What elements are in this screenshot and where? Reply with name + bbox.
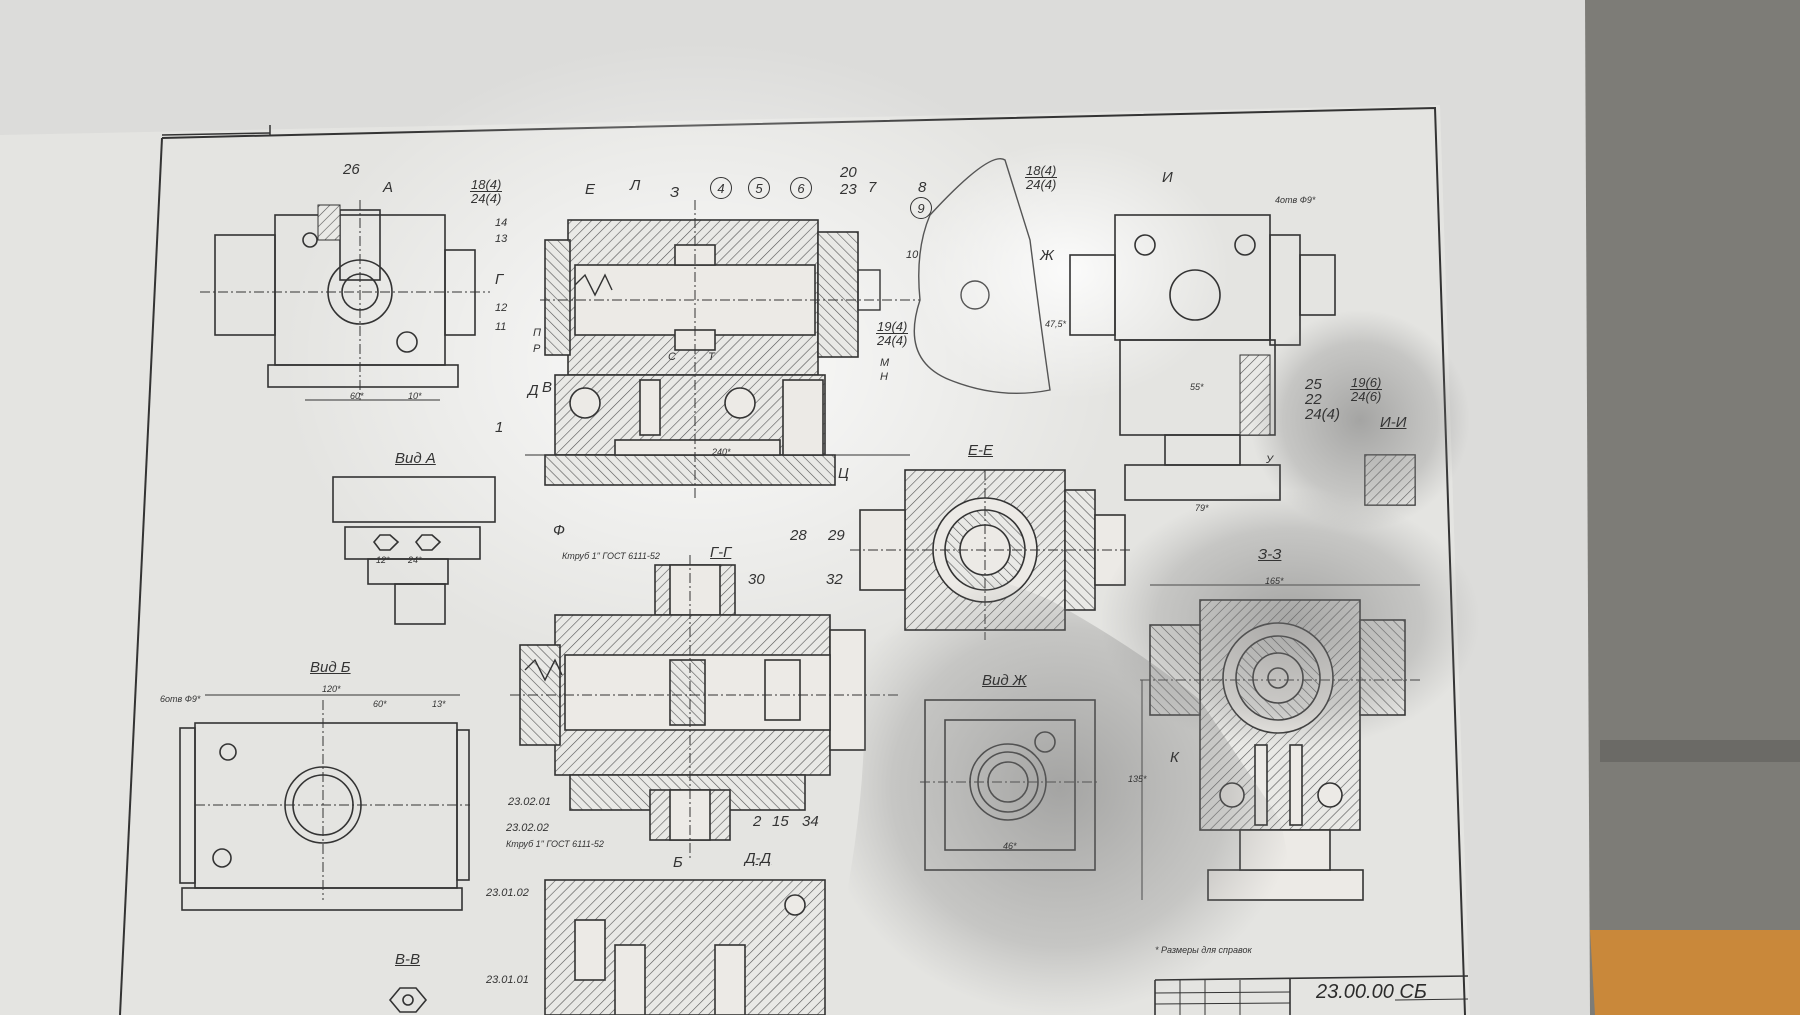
letter-R: Р	[533, 343, 541, 355]
letter-I: И	[1162, 169, 1173, 186]
letter-Zh: Ж	[1040, 247, 1054, 264]
letter-D: Д	[528, 382, 539, 399]
thread-callout-bottom: Ктруб 1" ГОСТ 6111-52	[506, 839, 604, 849]
letter-B: Б	[673, 854, 683, 871]
part-ref: 2	[753, 813, 762, 830]
callout-10: 10	[906, 249, 919, 261]
callout-19-4: 19(4)	[876, 319, 909, 334]
letter-V: В	[542, 379, 553, 396]
thread-callout-top: Ктруб 1" ГОСТ 6111-52	[562, 551, 660, 561]
dim-24: 24*	[408, 555, 422, 565]
dim-60: 60*	[350, 391, 364, 401]
dim-240: 240*	[712, 447, 731, 457]
part-ref: 23.01.02	[486, 887, 529, 899]
callout-23: 23	[840, 181, 857, 198]
callout-11: 11	[495, 321, 507, 333]
letter-F: Ф	[553, 522, 565, 539]
callout-24-6: 24(6)	[1351, 389, 1382, 404]
callout-24-4b: 24(4)	[877, 333, 908, 348]
title-view-b: Вид Б	[310, 659, 351, 676]
letter-T: Т	[708, 351, 715, 363]
dim-60b: 60*	[373, 699, 387, 709]
callout-13: 13	[495, 233, 508, 245]
doc-code: 23.00.00 СБ	[1316, 981, 1427, 1003]
callout-26: 26	[343, 161, 360, 178]
dim-4otv: 4отв Ф9*	[1275, 195, 1316, 205]
callout-14: 14	[495, 217, 508, 229]
part-ref: 30	[748, 571, 765, 588]
letter-L: Л	[630, 177, 641, 194]
title-e-e: Е-Е	[968, 442, 994, 459]
letter-S: С	[668, 351, 676, 363]
dim-13: 13*	[432, 699, 446, 709]
letter-K: К	[1170, 749, 1179, 766]
dim-10: 10*	[408, 391, 422, 401]
callout-12: 12	[495, 302, 508, 314]
dim-12: 12*	[376, 555, 390, 565]
dim-6otv: 6отв Ф9*	[160, 694, 201, 704]
callout-24-4c: 24(4)	[1026, 177, 1057, 192]
title-z-z: З-З	[1258, 546, 1282, 563]
title-view-a: Вид А	[395, 450, 436, 467]
callout-24-4: 24(4)	[471, 191, 502, 206]
letter-U: У	[1266, 454, 1274, 466]
title-v-v: В-В	[395, 951, 421, 968]
callout-6: 6	[790, 177, 812, 199]
letter-A: А	[383, 179, 394, 196]
letter-M: М	[880, 357, 890, 369]
letter-Ts: Ц	[838, 465, 849, 482]
letter-Z: З	[670, 184, 680, 201]
part-ref: 23.02.01	[508, 796, 551, 808]
callout-9: 9	[910, 197, 932, 219]
callout-4: 4	[710, 177, 732, 199]
callout-7: 7	[868, 179, 877, 196]
callout-19-6-24-6: 19(6) 24(6)	[1350, 375, 1383, 404]
callout-22: 22	[1305, 391, 1322, 408]
callout-19-24: 19(4) 24(4)	[876, 319, 909, 348]
dim-46: 46*	[1003, 841, 1017, 851]
dim-79: 79*	[1195, 503, 1209, 513]
title-i-i: И-И	[1380, 414, 1407, 431]
title-g-g: Г-Г	[710, 544, 732, 561]
dim-47-5: 47,5*	[1045, 319, 1067, 329]
callout-19-6: 19(6)	[1350, 375, 1383, 390]
title-view-zh: Вид Ж	[982, 672, 1027, 689]
letter-N: Н	[880, 371, 888, 383]
title-d-d: Д-Д	[745, 850, 772, 867]
letter-E: Е	[585, 181, 596, 198]
callout-18-4: 18(4)	[470, 177, 503, 192]
dim-135: 135*	[1128, 774, 1147, 784]
part-ref: 34	[802, 813, 819, 830]
callout-20: 20	[840, 164, 857, 181]
callout-18-24-left: 18(4) 24(4)	[470, 177, 503, 206]
drawing-note: * Размеры для справок	[1155, 945, 1252, 955]
callout-18-24-right: 18(4) 24(4)	[1025, 163, 1058, 192]
callout-24-4d: 24(4)	[1305, 406, 1341, 423]
part-ref: 32	[826, 571, 843, 588]
callout-25: 25	[1305, 376, 1322, 393]
callout-1: 1	[495, 419, 504, 436]
dim-55: 55*	[1190, 382, 1204, 392]
callout-29: 29	[828, 527, 845, 544]
callout-5: 5	[748, 177, 770, 199]
callout-18-4b: 18(4)	[1025, 163, 1058, 178]
part-ref: 15	[772, 813, 789, 830]
letter-G: Г	[495, 271, 504, 288]
callout-8: 8	[918, 179, 927, 196]
dim-120: 120*	[322, 684, 341, 694]
part-ref: 23.02.02	[506, 822, 549, 834]
part-ref: 23.01.01	[486, 974, 529, 986]
letter-P: П	[533, 327, 541, 339]
dim-165: 165*	[1265, 576, 1284, 586]
callout-28: 28	[790, 527, 807, 544]
